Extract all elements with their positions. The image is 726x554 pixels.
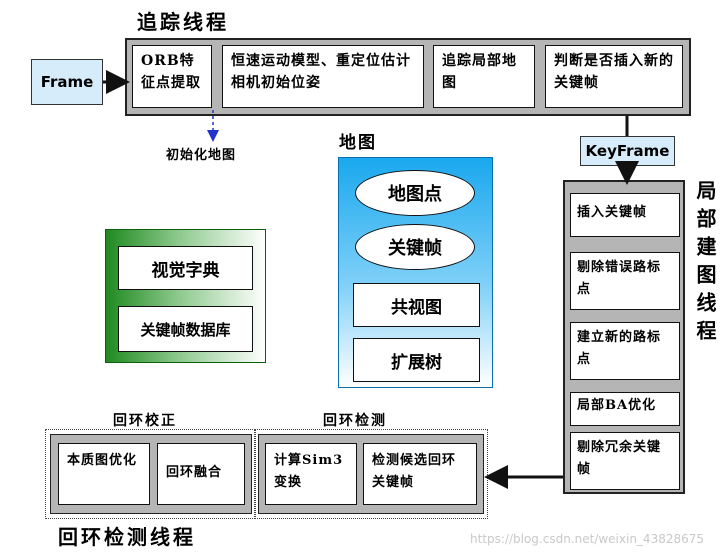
visual-vocabulary-box: 视觉字典 bbox=[118, 246, 253, 290]
orb-feature-box: ORB特征点提取 bbox=[132, 45, 212, 108]
loop-correction-title: 回环校正 bbox=[113, 413, 177, 429]
cull-keyframes-box: 剔除冗余关键帧 bbox=[570, 432, 680, 490]
compute-sim3-box: 计算Sim3变换 bbox=[265, 443, 357, 505]
loop-correction-dotted-frame bbox=[45, 429, 255, 519]
map-title: 地图 bbox=[339, 133, 377, 153]
init-map-label: 初始化地图 bbox=[166, 148, 237, 163]
loop-fusion-box: 回环融合 bbox=[157, 443, 245, 505]
pose-estimation-box: 恒速运动模型、重定位估计相机初始位姿 bbox=[222, 45, 424, 108]
detect-candidates-box: 检测候选回环关键帧 bbox=[363, 443, 477, 505]
tracking-thread-title: 追踪线程 bbox=[137, 10, 229, 34]
keyframe-database-box: 关键帧数据库 bbox=[118, 306, 253, 352]
covisibility-graph-box: 共视图 bbox=[353, 283, 480, 327]
essential-graph-box: 本质图优化 bbox=[58, 443, 150, 505]
local-mapping-title: 局部建图线程 bbox=[689, 180, 719, 348]
create-mappoints-box: 建立新的路标点 bbox=[570, 322, 680, 380]
spanning-tree-box: 扩展树 bbox=[353, 338, 480, 382]
keyframe-decision-box: 判断是否插入新的关键帧 bbox=[545, 45, 683, 108]
keyframe-ellipse: 关键帧 bbox=[355, 224, 475, 270]
cull-mappoints-box: 剔除错误路标点 bbox=[570, 252, 680, 310]
loop-detection-title: 回环检测 bbox=[323, 413, 387, 429]
local-ba-box: 局部BA优化 bbox=[570, 392, 680, 426]
watermark-text: https://blog.csdn.net/weixin_43828675 bbox=[470, 532, 705, 546]
map-point-ellipse: 地图点 bbox=[355, 170, 475, 216]
local-mapping-title-char: 局部建图线程 bbox=[693, 180, 717, 348]
frame-input-box: Frame bbox=[31, 59, 103, 105]
insert-keyframe-box: 插入关键帧 bbox=[570, 193, 680, 237]
track-local-map-box: 追踪局部地图 bbox=[433, 45, 535, 108]
loop-closing-title: 回环检测线程 bbox=[58, 525, 196, 549]
